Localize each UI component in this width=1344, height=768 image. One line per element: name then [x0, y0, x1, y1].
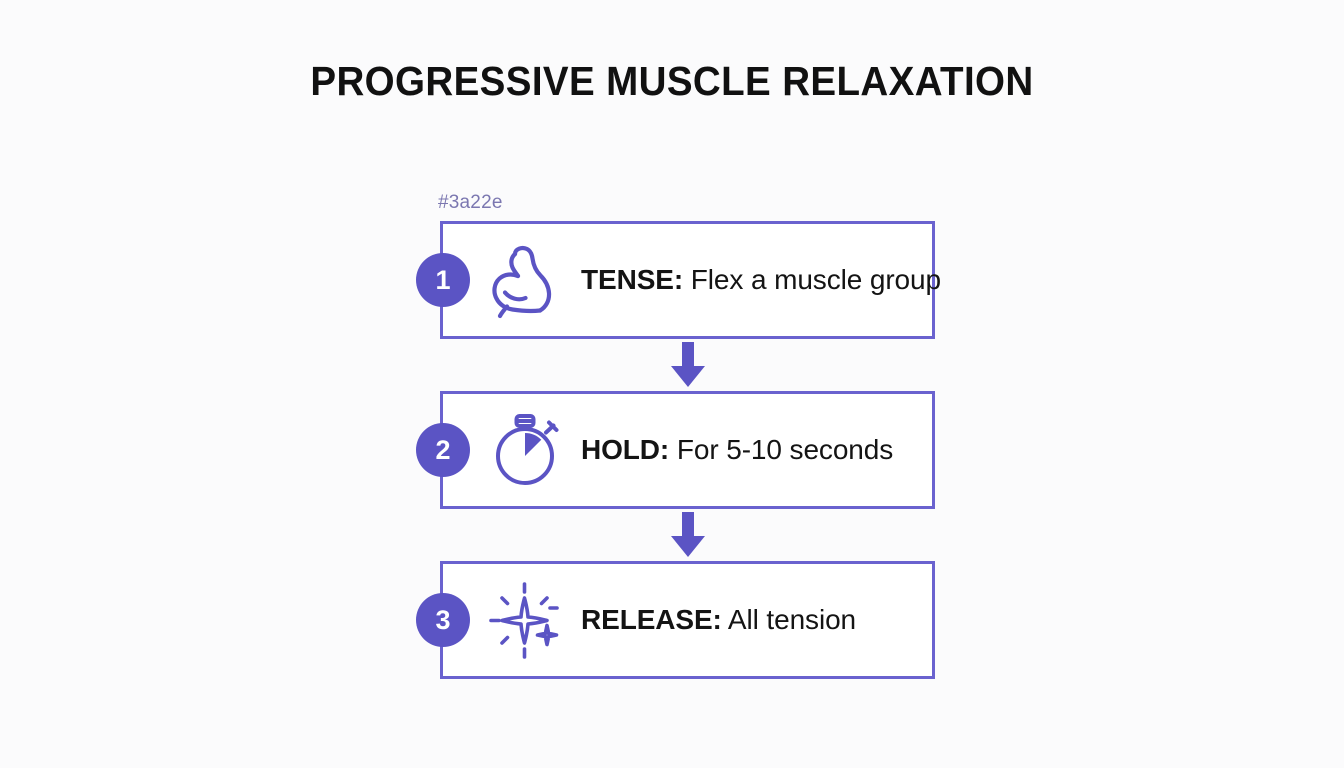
step-text-2: HOLD: For 5-10 seconds [581, 434, 932, 466]
step-description-2: For 5-10 seconds [676, 434, 894, 465]
step-box-1[interactable]: 1 TENSE: Flex a muscle group [416, 221, 941, 339]
step-box-3[interactable]: 3 RELEASE: All tension [416, 561, 935, 679]
step-description-3: All tension [727, 604, 857, 635]
step-text-3: RELEASE: All tension [581, 604, 932, 636]
step-number-badge-2: 2 [416, 423, 470, 477]
steps-flow: 1 TENSE: Flex a muscle group [416, 221, 941, 679]
step-label-3: RELEASE: [581, 604, 722, 635]
step-text-1: TENSE: Flex a muscle group [581, 264, 941, 296]
hex-color-label: #3a22e [438, 192, 503, 213]
step-number-badge-3: 3 [416, 593, 470, 647]
arrow-down-2 [440, 509, 935, 561]
flexed-bicep-icon [485, 237, 571, 323]
step-description-1: Flex a muscle group [690, 264, 941, 295]
stopwatch-icon [485, 407, 571, 493]
arrow-down-1 [440, 339, 935, 391]
page-title: PROGRESSIVE MUSCLE RELAXATION [310, 58, 1034, 104]
step-label-1: TENSE: [581, 264, 684, 295]
sparkle-icon [485, 577, 571, 663]
step-box-2[interactable]: 2 HOLD: For 5-10 seconds [416, 391, 935, 509]
step-number-badge-1: 1 [416, 253, 470, 307]
step-label-2: HOLD: [581, 434, 670, 465]
